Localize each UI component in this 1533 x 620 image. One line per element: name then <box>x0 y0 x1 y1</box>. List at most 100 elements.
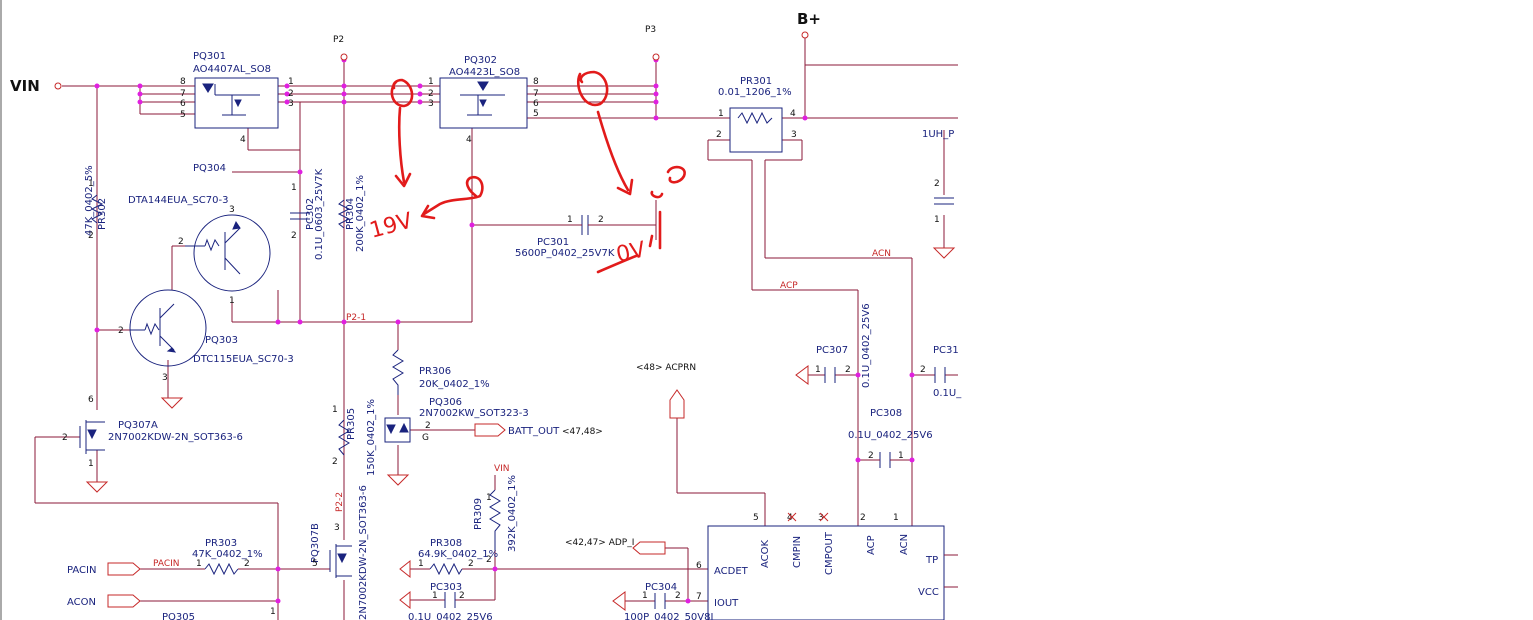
svg-text:1: 1 <box>718 109 724 119</box>
svg-text:4: 4 <box>466 135 472 145</box>
svg-text:PC308: PC308 <box>870 408 902 419</box>
transistor-pq303: PQ303 DTC115EUA_SC70-3 23 <box>118 289 294 383</box>
svg-text:PQ301: PQ301 <box>193 51 226 62</box>
pin-cmpout: CMPOUT <box>824 531 835 575</box>
svg-text:64.9K_0402_1%: 64.9K_0402_1% <box>418 549 498 560</box>
pin-acok: ACOK <box>760 539 771 568</box>
pin-acn: ACN <box>899 534 910 555</box>
pin-vcc: VCC <box>918 587 939 598</box>
net-p2-1: P2-1 <box>346 313 366 323</box>
resistor-pr304: PR304 200K_0402_1% <box>337 175 366 252</box>
svg-text:PR303: PR303 <box>205 538 237 549</box>
svg-text:PR301: PR301 <box>740 76 772 87</box>
svg-text:1: 1 <box>934 215 940 225</box>
svg-text:2: 2 <box>459 591 465 601</box>
net-vin: VIN <box>10 77 40 95</box>
svg-text:2N7002KDW-2N_SOT363-6: 2N7002KDW-2N_SOT363-6 <box>358 485 369 620</box>
port-arrow-pc303 <box>399 590 411 610</box>
svg-text:2: 2 <box>332 457 338 467</box>
net-bplus: B+ <box>797 10 821 28</box>
svg-text:2: 2 <box>486 555 492 565</box>
svg-text:2: 2 <box>934 179 940 189</box>
svg-text:4: 4 <box>787 513 793 523</box>
svg-text:PACIN: PACIN <box>67 565 96 576</box>
svg-text:2: 2 <box>62 433 68 443</box>
port-arrow-pr308 <box>399 559 411 579</box>
capacitor-right: 21 <box>934 179 954 225</box>
svg-text:6: 6 <box>533 99 539 109</box>
svg-text:3: 3 <box>162 373 168 383</box>
wires <box>34 36 958 620</box>
svg-text:1: 1 <box>428 77 434 87</box>
net-p2: P2 <box>333 35 344 45</box>
svg-text:1: 1 <box>486 493 492 503</box>
svg-text:1: 1 <box>898 451 904 461</box>
svg-text:0.1U_0402_25V6: 0.1U_0402_25V6 <box>848 430 933 441</box>
pin-cmpin: CMPIN <box>792 536 803 568</box>
annotation-left: 19V <box>367 209 415 244</box>
pin-iout: IOUT <box>714 598 739 609</box>
svg-text:5: 5 <box>312 559 318 569</box>
svg-text:3: 3 <box>428 99 434 109</box>
svg-text:1: 1 <box>332 405 338 415</box>
svg-text:2: 2 <box>425 421 431 431</box>
svg-text:6: 6 <box>180 99 186 109</box>
svg-text:4: 4 <box>790 109 796 119</box>
svg-text:392K_0402_1%: 392K_0402_1% <box>507 475 518 552</box>
hand-annotations: 19V 0V <box>367 70 686 274</box>
svg-text:1: 1 <box>893 513 899 523</box>
svg-text:8: 8 <box>180 77 186 87</box>
svg-text:PC304: PC304 <box>645 582 677 593</box>
svg-text:0.1U_0603_25V7K: 0.1U_0603_25V7K <box>314 168 325 260</box>
svg-text:7: 7 <box>533 89 539 99</box>
svg-text:2: 2 <box>845 365 851 375</box>
svg-text:2: 2 <box>598 215 604 225</box>
svg-text:PQ306: PQ306 <box>429 397 462 408</box>
resistor-pr305: PR305 150K_0402_1% 12 <box>332 399 377 476</box>
svg-text:PC301: PC301 <box>537 237 569 248</box>
svg-text:<48> ACPRN: <48> ACPRN <box>636 363 696 373</box>
svg-text:6: 6 <box>88 395 94 405</box>
svg-text:PC303: PC303 <box>430 582 462 593</box>
svg-text:6: 6 <box>696 561 702 571</box>
svg-text:5: 5 <box>753 513 759 523</box>
svg-text:1: 1 <box>567 215 573 225</box>
svg-text:2N7002KW_SOT323-3: 2N7002KW_SOT323-3 <box>419 408 529 419</box>
svg-text:2N7002KDW-2N_SOT363-6: 2N7002KDW-2N_SOT363-6 <box>108 432 243 443</box>
resistor-pr308: PR308 64.9K_0402_1% 1 2 <box>418 538 498 576</box>
pin-acp: ACP <box>866 535 877 555</box>
net-acp: ACP <box>780 281 798 291</box>
svg-text:2: 2 <box>244 559 250 569</box>
svg-text:2: 2 <box>920 365 926 375</box>
svg-text:DTC115EUA_SC70-3: DTC115EUA_SC70-3 <box>193 354 294 365</box>
svg-text:PQ304: PQ304 <box>193 163 226 174</box>
svg-text:5: 5 <box>533 109 539 119</box>
svg-text:3: 3 <box>229 205 235 215</box>
svg-text:2: 2 <box>468 559 474 569</box>
svg-text:1: 1 <box>642 591 648 601</box>
svg-text:2: 2 <box>88 231 94 241</box>
svg-text:1: 1 <box>88 459 94 469</box>
svg-text:47K_0402_1%: 47K_0402_1% <box>192 549 263 560</box>
svg-text:PQ307B: PQ307B <box>310 523 321 563</box>
svg-text:0.1U_: 0.1U_ <box>933 388 962 399</box>
port-acprn: <48> ACPRN <box>636 363 696 419</box>
charger-ic: 5 4 3 2 1 ACOK CMPIN CMPOUT ACP ACN ACDE… <box>696 512 958 620</box>
svg-text:BATT_OUT: BATT_OUT <box>508 426 560 437</box>
svg-text:1: 1 <box>418 559 424 569</box>
svg-text:PR308: PR308 <box>430 538 462 549</box>
transistor-pq304: PQ304 DTA144EUA_SC70-3 32 1 <box>128 163 271 306</box>
svg-text:0.01_1206_1%: 0.01_1206_1% <box>718 87 792 98</box>
svg-text:AO4423L_SO8: AO4423L_SO8 <box>449 67 520 78</box>
mosfet-pq307a: PQ307A 2N7002KDW-2N_SOT363-6 62 1 <box>62 395 243 469</box>
svg-text:47K_0402_5%: 47K_0402_5% <box>84 165 95 236</box>
port-pacin: PACIN <box>67 562 141 576</box>
svg-text:2: 2 <box>118 326 124 336</box>
svg-text:3: 3 <box>791 130 797 140</box>
svg-text:3: 3 <box>334 523 340 533</box>
